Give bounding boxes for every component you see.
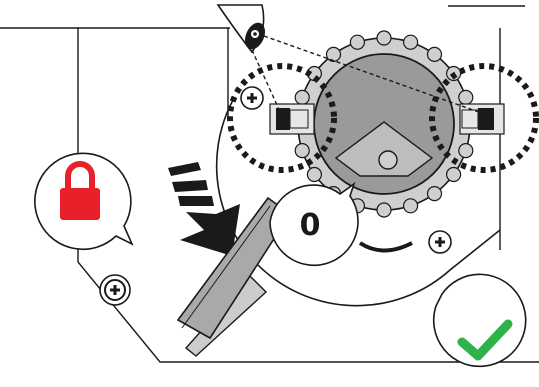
knob-knurl-tooth — [327, 47, 341, 61]
knob-center-hole — [379, 151, 397, 169]
knob-knurl-tooth — [459, 144, 473, 158]
knob-knurl-tooth — [459, 90, 473, 104]
screw-icon — [100, 275, 130, 305]
knob-knurl-tooth — [307, 168, 321, 182]
knob-base-slot — [360, 243, 412, 251]
knob-knurl-tooth — [350, 35, 364, 49]
knob-knurl-tooth — [428, 47, 442, 61]
position-callout: 0 — [270, 184, 358, 265]
knob-knurl-tooth — [295, 144, 309, 158]
position-label: 0 — [300, 208, 321, 243]
right-lock-pin — [460, 104, 504, 134]
knob-knurl-tooth — [447, 168, 461, 182]
knob-knurl-tooth — [404, 199, 418, 213]
screw-icon — [241, 87, 263, 109]
knob-knurl-tooth — [428, 187, 442, 201]
eye-icon — [218, 5, 269, 52]
rotate-arrow-icon — [168, 162, 240, 256]
knob-knurl-tooth — [295, 90, 309, 104]
knob-knurl-tooth — [404, 35, 418, 49]
knob-knurl-tooth — [377, 31, 391, 45]
left-lock-pin — [270, 104, 314, 134]
lock-callout — [35, 153, 132, 249]
screw-icon — [429, 231, 451, 253]
knob-knurl-tooth — [377, 203, 391, 217]
check-callout — [434, 274, 526, 366]
